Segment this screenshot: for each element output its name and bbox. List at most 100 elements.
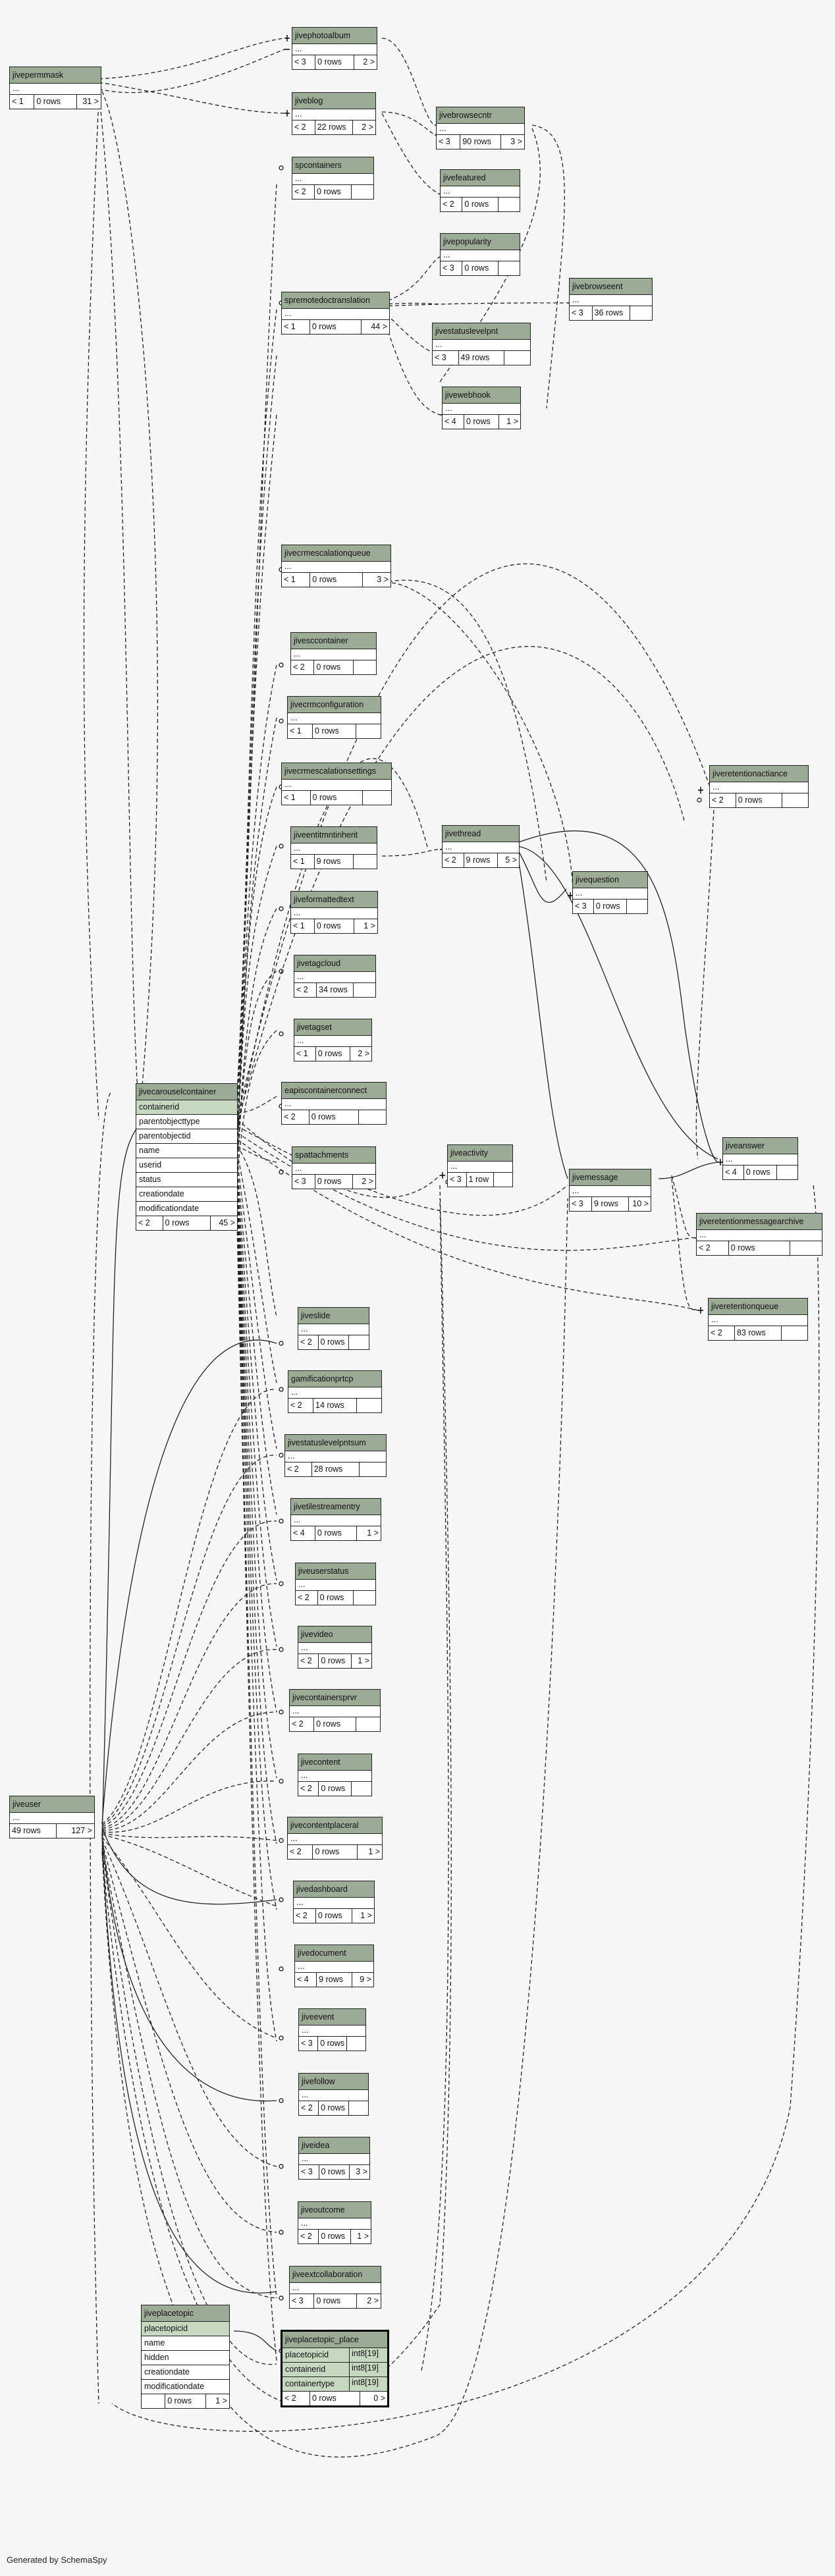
row-count: 0 rows bbox=[319, 1335, 350, 1349]
row-count: 9 rows bbox=[317, 1973, 352, 1987]
children-count: 2 > bbox=[362, 1177, 373, 1186]
ellipsis: ... bbox=[697, 1230, 822, 1241]
children-count bbox=[363, 791, 391, 805]
table-name: jivevideo bbox=[298, 1626, 371, 1643]
column-name: name bbox=[136, 1144, 237, 1158]
table-name: jiveactivity bbox=[448, 1145, 512, 1162]
parents-count: < 3 bbox=[433, 351, 459, 365]
row-count: 0 rows bbox=[318, 2037, 347, 2051]
children-count bbox=[347, 2037, 365, 2051]
row-count: 0 rows bbox=[163, 1216, 211, 1230]
row-count: 0 rows bbox=[315, 185, 352, 199]
children-count bbox=[356, 724, 381, 738]
ellipsis: ... bbox=[288, 1387, 381, 1399]
row-count: 36 rows bbox=[593, 306, 630, 320]
parents-count: < 4 bbox=[723, 1166, 744, 1179]
row-count: 0 rows bbox=[310, 320, 362, 334]
table-name: jiveuserstatus bbox=[296, 1563, 375, 1580]
table-name: jiveslide bbox=[298, 1308, 369, 1324]
children-count bbox=[498, 198, 520, 211]
table-name: jivephotoalbum bbox=[292, 28, 377, 44]
table-name: jivecarouselcontainer bbox=[136, 1084, 237, 1100]
row-count: 0 rows bbox=[165, 2394, 206, 2408]
table-jiveplacetopic[interactable]: jiveplacetopic placetopicid name hidden … bbox=[141, 2305, 230, 2409]
table-name: jivetagcloud bbox=[294, 955, 375, 972]
row-count: 0 rows bbox=[316, 1909, 353, 1923]
children-count: 127 > bbox=[71, 1826, 92, 1835]
ellipsis: ... bbox=[294, 972, 375, 983]
ellipsis: ... bbox=[294, 1036, 371, 1047]
table-name: jivethread bbox=[443, 826, 519, 842]
row-count: 0 rows bbox=[594, 899, 628, 913]
column-name: name bbox=[142, 2336, 229, 2351]
row-count: 0 rows bbox=[462, 198, 498, 211]
table-jivecarouselcontainer[interactable]: jivecarouselcontainer containerid parent… bbox=[136, 1083, 238, 1231]
column-modificationdate: modificationdate bbox=[136, 1202, 237, 1216]
ellipsis: ... bbox=[291, 844, 377, 855]
table-name: jiveoutcome bbox=[298, 2202, 371, 2218]
row-count: 0 rows bbox=[310, 573, 363, 587]
column-hidden: hidden bbox=[142, 2351, 229, 2365]
row-count: 0 rows bbox=[310, 2392, 361, 2405]
row-count: 0 rows bbox=[318, 1591, 354, 1605]
